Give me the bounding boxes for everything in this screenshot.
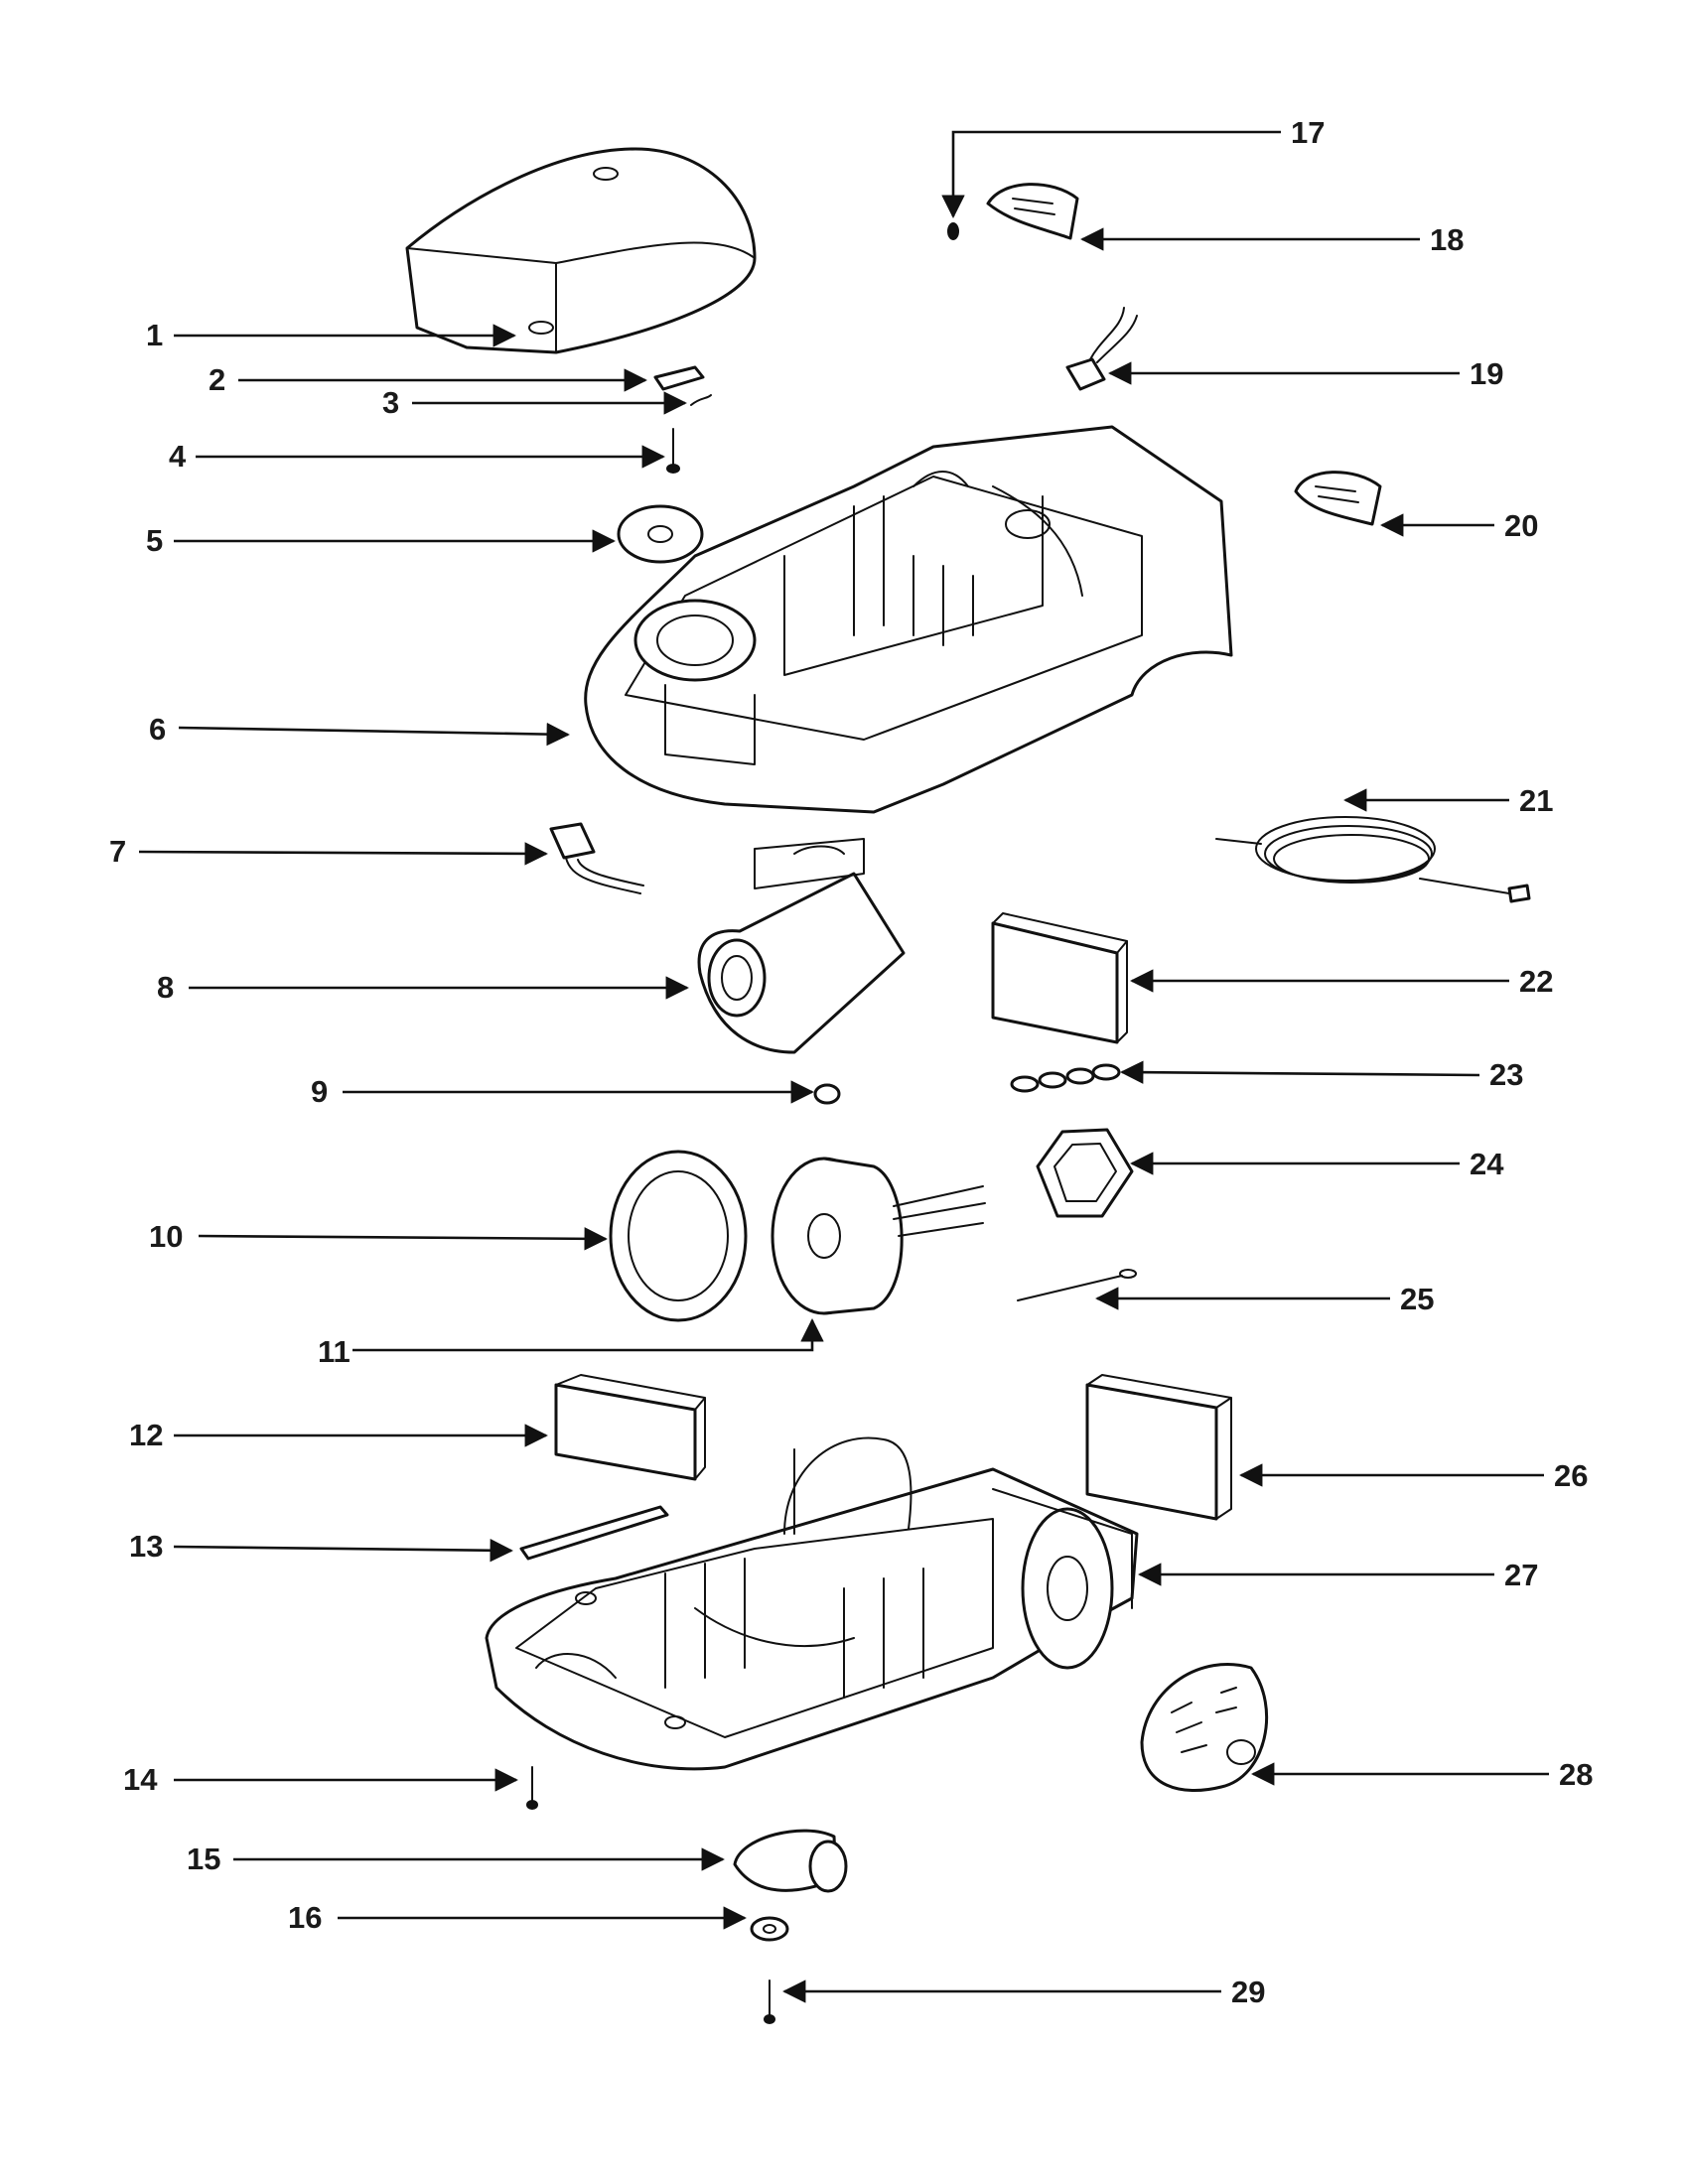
part-9-clip [813,1083,841,1105]
part-22-filter [991,912,1128,1044]
part-8-motor-housing [697,838,906,1054]
part-29-screw [764,1979,775,2024]
callout-9: 9 [311,1074,328,1109]
callout-24: 24 [1470,1147,1504,1181]
callout-3: 3 [382,385,399,420]
callout-19: 19 [1470,356,1503,391]
part-12-filter-pad [554,1374,706,1481]
callout-15: 15 [187,1842,220,1876]
callout-5: 5 [146,523,163,558]
callout-17: 17 [1291,115,1325,150]
part-17-spring [947,222,959,240]
part-5-washer [617,504,704,564]
part-26-filter-pad [1085,1374,1232,1521]
callout-14: 14 [123,1762,158,1797]
callout-29: 29 [1231,1975,1265,2009]
leader-17 [941,130,1281,218]
part-24-gasket [1036,1128,1134,1218]
part-15-caster [733,1829,848,1893]
callout-28: 28 [1559,1757,1593,1792]
callout-10: 10 [149,1219,183,1254]
callout-27: 27 [1504,1558,1538,1592]
callout-16: 16 [288,1900,322,1935]
part-6-housing [584,425,1233,814]
part-27-base [485,1436,1139,1771]
callout-4: 4 [169,439,187,474]
leader-11 [352,1318,824,1352]
callout-26: 26 [1554,1458,1588,1493]
part-13-strip [519,1505,669,1561]
callout-8: 8 [157,970,174,1005]
part-20-button [1294,471,1382,526]
part-1-top-cover [405,147,757,354]
part-19-terminal [1065,307,1138,391]
leader-6 [178,722,570,747]
callout-6: 6 [149,712,166,747]
part-11-motor [771,1157,986,1315]
callout-20: 20 [1504,508,1538,543]
callout-1: 1 [146,318,163,352]
callout-7: 7 [109,834,126,869]
part-14-screw [526,1766,538,1810]
leader-13 [173,1539,513,1563]
part-4-screw [666,428,680,474]
leader-23 [1120,1060,1480,1084]
part-21-power-cord [1215,816,1531,903]
leader-10 [198,1227,608,1251]
callout-12: 12 [129,1418,163,1452]
part-28-wheel-cover [1140,1663,1268,1793]
callout-22: 22 [1519,964,1553,999]
callout-11: 11 [318,1334,351,1369]
part-10-ring [609,1150,748,1322]
leader-lines [138,130,1549,2003]
callout-18: 18 [1430,222,1464,257]
part-3-spring [690,394,712,406]
callout-25: 25 [1400,1282,1434,1316]
part-18-button [986,183,1079,240]
callout-numbers: 1 2 3 4 5 6 7 8 9 10 11 12 13 14 15 16 1… [109,115,1593,2009]
callout-23: 23 [1489,1057,1523,1092]
part-25-wire [1017,1269,1137,1301]
callout-2: 2 [209,362,225,397]
part-7-switch [549,822,644,894]
part-2-latch [653,365,705,391]
callout-13: 13 [129,1529,163,1564]
part-23-grommets [1010,1063,1121,1093]
callout-21: 21 [1519,783,1553,818]
part-16-washer [750,1916,789,1942]
leader-7 [138,842,548,866]
